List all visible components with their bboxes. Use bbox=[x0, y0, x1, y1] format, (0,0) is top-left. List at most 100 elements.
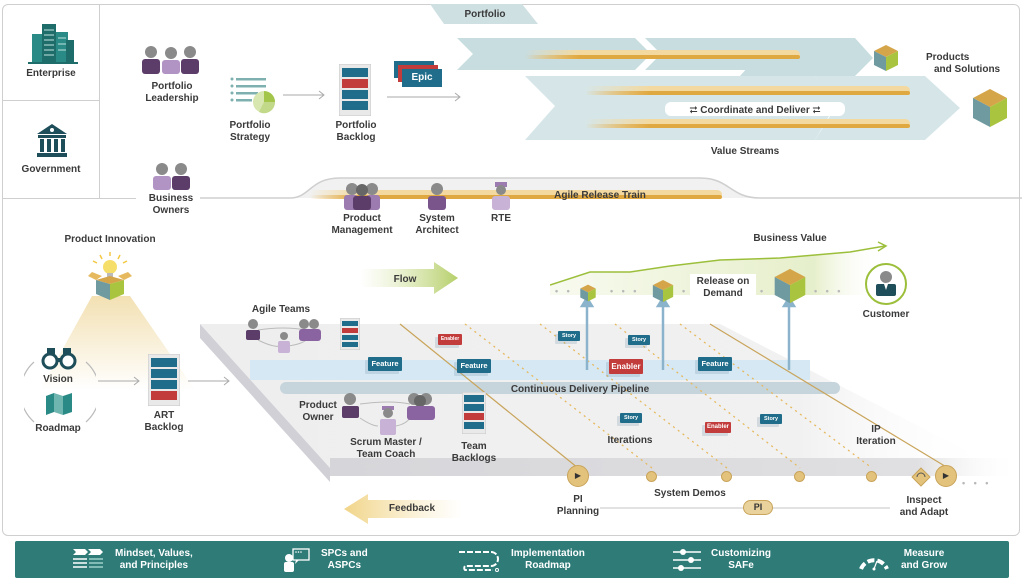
system-demo-milestone bbox=[866, 471, 877, 482]
flow-arrow bbox=[360, 262, 458, 294]
value-streams-label: Value Streams bbox=[710, 146, 780, 157]
portfolio-backlog-icon bbox=[339, 64, 371, 116]
portfolio-leadership-label: Portfolio Leadership bbox=[145, 81, 199, 104]
portfolio-divider-left bbox=[2, 198, 136, 199]
release-arrows bbox=[579, 296, 797, 370]
rte-icon bbox=[492, 182, 510, 210]
continuation-dots: • • • bbox=[962, 478, 992, 488]
lightbulb-box-icon bbox=[88, 252, 132, 300]
epic-card: Epic bbox=[402, 69, 442, 87]
footer-item-roadmap[interactable]: Implementation Roadmap bbox=[457, 541, 585, 578]
loop-icon: ⮂ bbox=[809, 105, 821, 116]
system-demo-milestone bbox=[646, 471, 657, 482]
vision-roadmap-bracket bbox=[24, 361, 96, 423]
building-icon bbox=[28, 24, 78, 64]
release-cube-large-icon bbox=[774, 268, 806, 304]
flow-label: Flow bbox=[393, 274, 417, 285]
government-building-icon bbox=[37, 124, 67, 157]
product-innovation-label: Product Innovation bbox=[64, 234, 156, 245]
feedback-arrow bbox=[344, 494, 462, 524]
pi-badge: PI bbox=[743, 500, 773, 515]
agile-release-train-label: Agile Release Train bbox=[554, 190, 646, 201]
customer-icon bbox=[865, 263, 907, 305]
scrum-master-label: Scrum Master / Team Coach bbox=[350, 437, 422, 460]
footer-label: Customizing SAFe bbox=[711, 547, 771, 571]
story-card: Story bbox=[558, 331, 580, 341]
footer-item-customizing[interactable]: Customizing SAFe bbox=[673, 541, 771, 578]
vision-to-art-arrow bbox=[98, 376, 140, 386]
customer-label: Customer bbox=[862, 309, 910, 320]
footer-label: Measure and Grow bbox=[901, 547, 948, 571]
feature-card: Feature bbox=[698, 357, 732, 371]
business-owners-icon bbox=[153, 163, 190, 190]
release-cube-small-icon bbox=[580, 284, 596, 302]
sidebar-divider bbox=[2, 100, 100, 101]
rte-label: RTE bbox=[491, 213, 511, 224]
products-solutions-label: Products and Solutions bbox=[926, 52, 1001, 75]
release-on-demand-label: Release on Demand bbox=[690, 274, 756, 302]
portfolio-strategy-icon bbox=[230, 77, 276, 114]
release-dots: • • • bbox=[814, 286, 844, 296]
enabler-card: Enabler bbox=[438, 334, 462, 345]
footer-item-measure[interactable]: Measure and Grow bbox=[857, 541, 947, 578]
portfolio-banner-label: Portfolio bbox=[464, 9, 506, 20]
footer-label: Mindset, Values, and Principles bbox=[115, 547, 193, 571]
release-dots: • • • bbox=[610, 286, 640, 296]
release-dots: • bbox=[760, 286, 767, 296]
inspect-adapt-icon bbox=[911, 467, 931, 487]
loop-icon: ⮂ bbox=[689, 105, 701, 116]
enabler-card: Enabler bbox=[609, 359, 643, 374]
team-backlog-icon bbox=[462, 392, 486, 434]
iterations-label: Iterations bbox=[607, 435, 653, 446]
release-dots: • • bbox=[555, 286, 573, 296]
government-label: Government bbox=[21, 164, 81, 175]
binoculars-icon bbox=[41, 348, 77, 370]
feature-card: Feature bbox=[368, 357, 402, 371]
footer-item-mindset[interactable]: Mindset, Values, and Principles bbox=[73, 541, 193, 578]
strategy-to-backlog-arrow bbox=[283, 90, 325, 100]
map-icon bbox=[46, 393, 72, 415]
product-cube-large-icon bbox=[973, 89, 1007, 127]
portfolio-leadership-icon bbox=[142, 46, 199, 74]
art-backlog-arrow bbox=[188, 376, 230, 386]
value-streams-graphic bbox=[457, 38, 960, 140]
system-demo-milestone bbox=[721, 471, 732, 482]
system-architect-icon bbox=[428, 183, 446, 210]
enterprise-cell: Enterprise bbox=[2, 4, 100, 100]
footer-label: Implementation Roadmap bbox=[511, 547, 585, 571]
team-backlogs-label: Team Backlogs bbox=[451, 441, 497, 464]
scrum-team-icon bbox=[342, 393, 435, 435]
system-architect-label: System Architect bbox=[415, 213, 459, 236]
release-dots: • • bbox=[682, 286, 697, 296]
continuous-delivery-pipeline-label: Continuous Delivery Pipeline bbox=[510, 384, 650, 395]
feature-card: Feature bbox=[457, 359, 491, 373]
footer-bar: Mindset, Values, and Principles SPCs and… bbox=[15, 541, 1009, 578]
portfolio-backlog-label: Portfolio Backlog bbox=[335, 120, 377, 143]
sliders-icon bbox=[673, 548, 701, 571]
enabler-card: Enabler bbox=[705, 422, 731, 433]
art-backlog-label: ART Backlog bbox=[144, 410, 184, 433]
system-demos-label: System Demos bbox=[654, 488, 726, 499]
epic-arrow bbox=[387, 92, 461, 102]
portfolio-strategy-label: Portfolio Strategy bbox=[229, 120, 271, 143]
footer-label: SPCs and ASPCs bbox=[321, 547, 368, 571]
product-management-icon bbox=[344, 183, 380, 210]
business-owners-label: Business Owners bbox=[148, 193, 194, 216]
pi-planning-label: PI Planning bbox=[556, 494, 600, 517]
roadmap-label: Roadmap bbox=[35, 423, 81, 434]
gauge-icon bbox=[859, 557, 889, 570]
product-cube-small-icon bbox=[874, 45, 898, 71]
inspect-adapt-label: Inspect and Adapt bbox=[899, 495, 949, 518]
story-card: Story bbox=[760, 414, 782, 424]
agile-teams-icon bbox=[246, 319, 321, 353]
spc-icon bbox=[284, 547, 310, 572]
agile-teams-backlog-icon bbox=[340, 318, 360, 350]
story-card: Story bbox=[620, 413, 642, 423]
agile-teams-label: Agile Teams bbox=[251, 304, 311, 315]
ip-iteration-label: IP Iteration bbox=[856, 424, 896, 447]
mindset-icon bbox=[73, 548, 103, 568]
roadmap-path-icon bbox=[459, 550, 499, 572]
art-swoosh bbox=[200, 177, 1022, 199]
business-value-label: Business Value bbox=[753, 233, 827, 244]
footer-item-spcs[interactable]: SPCs and ASPCs bbox=[283, 541, 368, 578]
